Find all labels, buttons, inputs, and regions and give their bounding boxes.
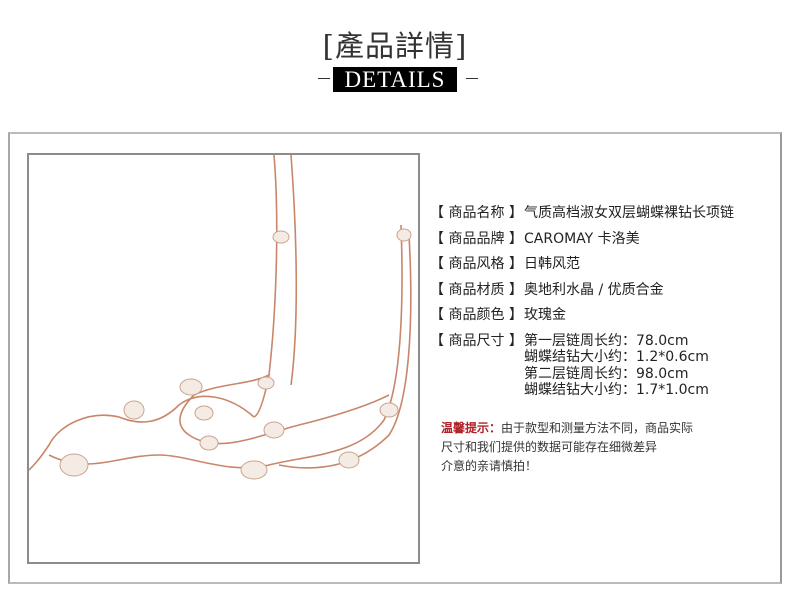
crystal-bow	[272, 230, 290, 244]
spec-list: 【 商品名称 】气质高档淑女双层蝴蝶裸钻长项链【 商品品牌 】CAROMAY 卡…	[430, 201, 734, 399]
chain-strand	[278, 234, 412, 469]
chain-strand	[29, 395, 255, 471]
crystal-bow	[194, 405, 214, 421]
spec-label: 【 商品品牌 】	[430, 230, 523, 247]
spec-value-line: 日韩风范	[524, 256, 580, 272]
crystal-bow	[240, 460, 268, 480]
crystal-bow	[123, 400, 145, 420]
divider-right	[466, 78, 478, 79]
details-badge: DETAILS	[333, 67, 457, 92]
crystal-bow	[396, 228, 412, 242]
spec-value-line: CAROMAY 卡洛美	[524, 230, 640, 247]
chain-strand	[290, 155, 298, 386]
detail-frame	[8, 132, 782, 584]
notice-line: 由于款型和测量方法不同，商品实际	[501, 421, 694, 435]
chain-strand	[253, 155, 278, 418]
spec-value-line: 玫瑰金	[524, 307, 566, 323]
spec-value: CAROMAY 卡洛美	[524, 227, 640, 253]
notice-line: 介意的亲请慎拍！	[441, 459, 538, 473]
crystal-bow	[179, 378, 203, 396]
notice-label: 温馨提示：	[441, 421, 502, 435]
crystal-bow	[257, 376, 275, 390]
spec-value-line: 蝴蝶结钻大小约：1.2*0.6cm	[524, 349, 709, 365]
crystal-bow	[59, 453, 89, 477]
spec-label: 【 商品材质 】	[430, 281, 523, 298]
spec-label: 【 商品尺寸 】	[430, 332, 523, 349]
page-title: [產品詳情]	[322, 29, 468, 63]
spec-row: 【 商品名称 】气质高档淑女双层蝴蝶裸钻长项链	[430, 201, 734, 227]
spec-value: 奥地利水晶 / 优质合金	[524, 278, 664, 304]
spec-label: 【 商品颜色 】	[430, 307, 523, 323]
spec-label: 【 商品名称 】	[430, 205, 523, 221]
spec-value: 日韩风范	[524, 252, 580, 278]
chain-strand	[48, 224, 403, 469]
crystal-bow	[379, 402, 399, 418]
spec-value: 气质高档淑女双层蝴蝶裸钻长项链	[524, 201, 734, 227]
spec-row: 【 商品材质 】奥地利水晶 / 优质合金	[430, 278, 734, 304]
crystal-bow	[263, 421, 285, 439]
spec-value-line: 第二层链周长约：98.0cm	[524, 365, 689, 382]
divider-left	[318, 78, 330, 79]
spec-value: 玫瑰金	[524, 303, 566, 329]
necklace-image	[29, 155, 412, 480]
product-photo	[27, 153, 420, 564]
spec-label: 【 商品风格 】	[430, 256, 523, 272]
spec-value-line: 奥地利水晶 / 优质合金	[524, 281, 664, 298]
spec-row: 【 商品风格 】日韩风范	[430, 252, 734, 278]
spec-value-line: 气质高档淑女双层蝴蝶裸钻长项链	[524, 205, 734, 221]
spec-value-line: 第一层链周长约：78.0cm	[524, 332, 689, 349]
crystal-bow	[199, 435, 219, 451]
crystal-bow	[338, 451, 360, 469]
spec-value-line: 蝴蝶结钻大小约：1.7*1.0cm	[524, 382, 709, 398]
notice: 温馨提示：由于款型和测量方法不同，商品实际 尺寸和我们提供的数据可能存在细微差异…	[441, 419, 693, 476]
notice-line: 尺寸和我们提供的数据可能存在细微差异	[441, 440, 658, 454]
spec-row: 【 商品颜色 】玫瑰金	[430, 303, 734, 329]
spec-row: 【 商品品牌 】CAROMAY 卡洛美	[430, 227, 734, 253]
